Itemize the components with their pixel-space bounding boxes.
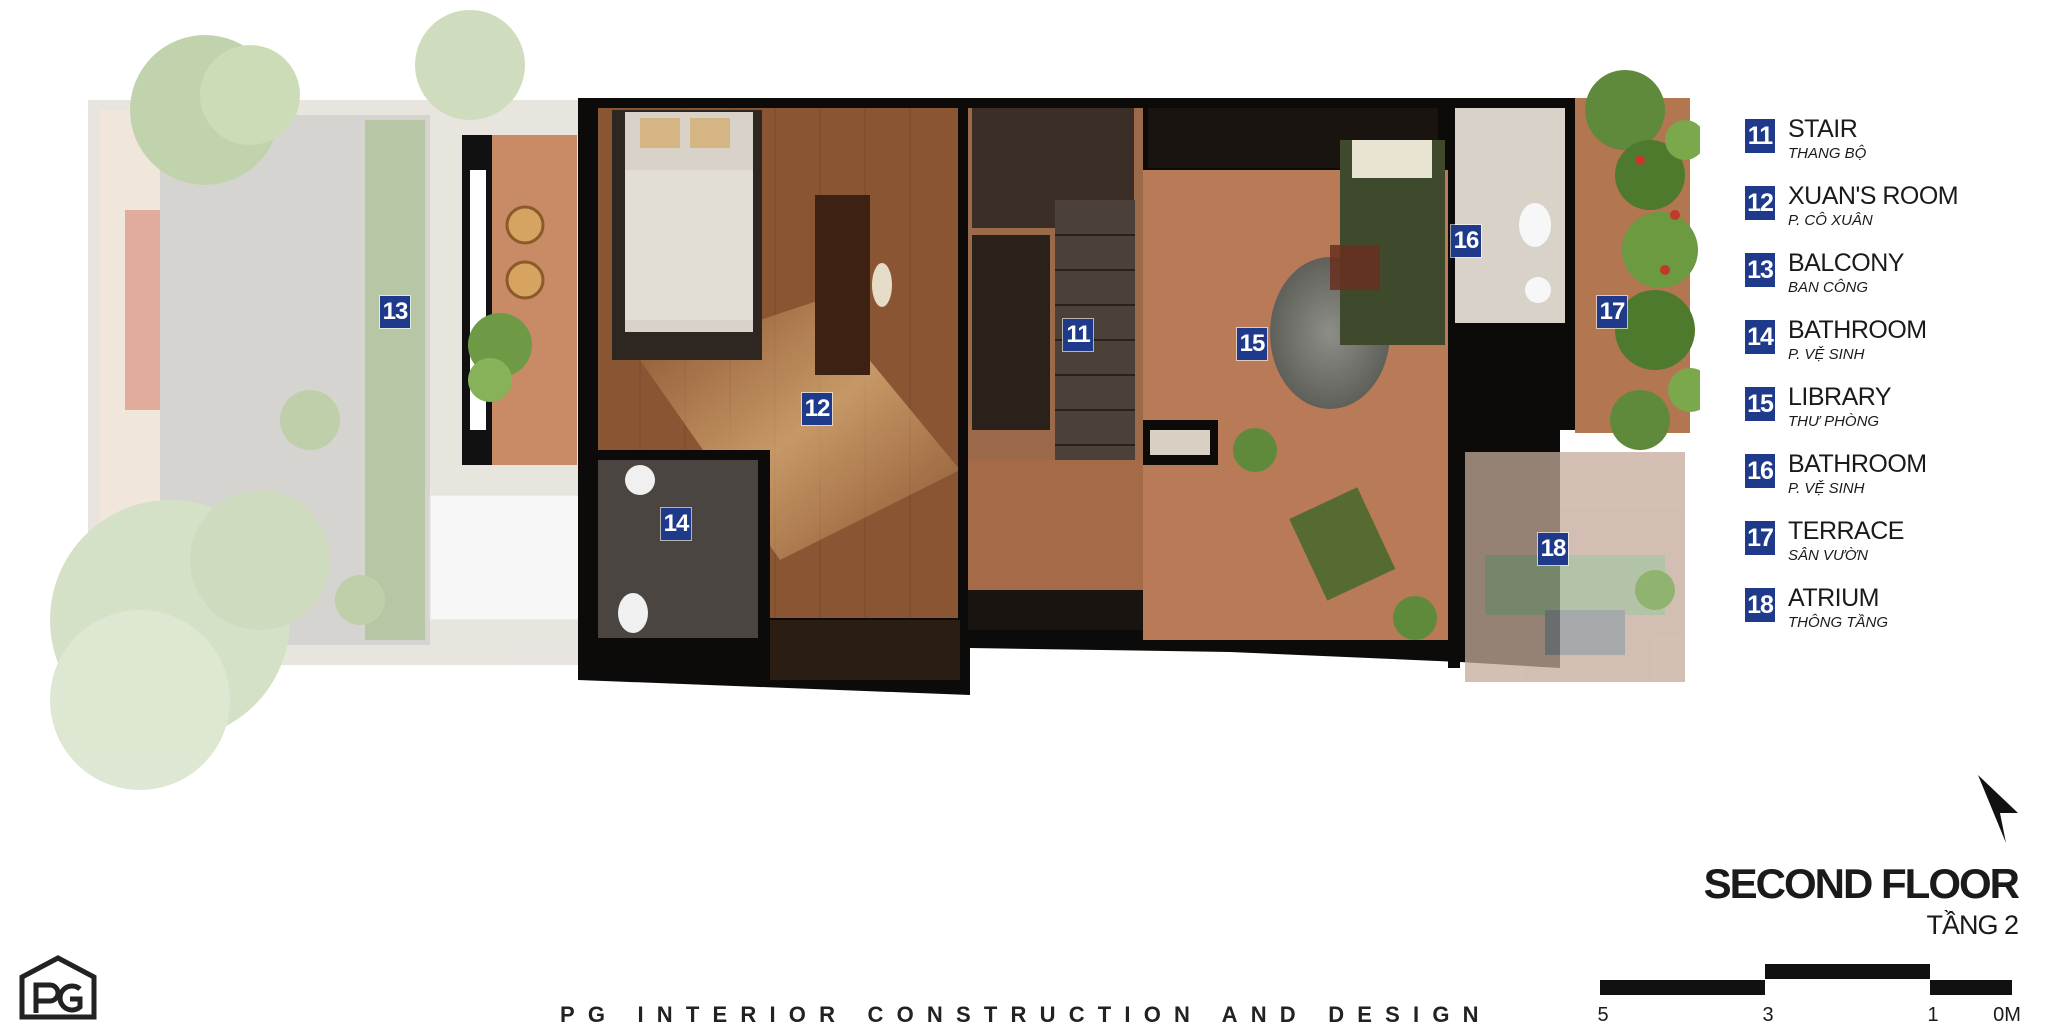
room-legend: 11 STAIR THANG BỘ 12 XUAN'S ROOM P. CÔ X… <box>1745 115 2005 651</box>
room-tag-15: 15 <box>1237 328 1267 360</box>
scale-label: 5 <box>1597 1004 1609 1026</box>
legend-item-bathroom: 14 BATHROOM P. VỆ SINH <box>1745 316 2005 383</box>
legend-number: 17 <box>1745 521 1775 555</box>
legend-number: 13 <box>1745 253 1775 287</box>
north-arrow-icon <box>1978 775 2018 843</box>
floor-subtitle: TẦNG 2 <box>1926 910 2019 940</box>
balcony <box>462 135 577 465</box>
legend-room-name: ATRIUM <box>1788 584 1879 612</box>
pg-logo-icon <box>19 955 97 1020</box>
room-tag-16: 16 <box>1451 225 1481 257</box>
legend-room-name: STAIR <box>1788 115 1858 143</box>
legend-room-name: BATHROOM <box>1788 450 1927 478</box>
legend-room-name: BATHROOM <box>1788 316 1927 344</box>
legend-number: 12 <box>1745 186 1775 220</box>
legend-room-name-vi: P. VỆ SINH <box>1788 480 1865 497</box>
legend-number: 16 <box>1745 454 1775 488</box>
legend-room-name: LIBRARY <box>1788 383 1892 411</box>
terrace-plants <box>1585 70 1700 450</box>
scale-label: 1 <box>1927 1004 1939 1026</box>
legend-room-name-vi: BAN CÔNG <box>1788 279 1869 296</box>
legend-room-name: TERRACE <box>1788 517 1904 545</box>
scale-bar: 5 3 1 0M <box>1597 960 2021 1026</box>
company-name: PG INTERIOR CONSTRUCTION AND DESIGN <box>560 1002 1492 1027</box>
legend-number: 15 <box>1745 387 1775 421</box>
scale-segment <box>1600 980 1765 995</box>
legend-item-atrium: 18 ATRIUM THÔNG TẦNG <box>1745 584 2005 651</box>
room-tag-11: 11 <box>1063 319 1093 351</box>
scale-segment <box>1930 980 2012 995</box>
scale-label: 3 <box>1762 1004 1774 1026</box>
legend-room-name-vi: THANG BỘ <box>1788 145 1867 162</box>
scale-segment <box>1765 964 1930 979</box>
legend-room-name-vi: P. VỆ SINH <box>1788 346 1865 363</box>
legend-item-terrace: 17 TERRACE SÂN VƯỜN <box>1745 517 2005 584</box>
scale-label: 0M <box>1993 1004 2021 1026</box>
floor-title: SECOND FLOOR <box>1703 860 2020 907</box>
legend-item-library: 15 LIBRARY THƯ PHÒNG <box>1745 383 2005 450</box>
legend-room-name-vi: SÂN VƯỜN <box>1788 547 1868 564</box>
room-tag-13: 13 <box>380 296 410 328</box>
legend-room-name: BALCONY <box>1788 249 1904 277</box>
legend-item-xuans-room: 12 XUAN'S ROOM P. CÔ XUÂN <box>1745 182 2005 249</box>
room-tag-14: 14 <box>661 508 691 540</box>
legend-item-balcony: 13 BALCONY BAN CÔNG <box>1745 249 2005 316</box>
legend-item-bathroom-2: 16 BATHROOM P. VỆ SINH <box>1745 450 2005 517</box>
room-tag-17: 17 <box>1597 296 1627 328</box>
legend-item-stair: 11 STAIR THANG BỘ <box>1745 115 2005 182</box>
legend-room-name-vi: THƯ PHÒNG <box>1788 413 1880 430</box>
legend-number: 11 <box>1745 119 1775 153</box>
atrium <box>1465 452 1685 682</box>
legend-number: 18 <box>1745 588 1775 622</box>
floor-plan-drawing <box>50 10 1700 790</box>
legend-number: 14 <box>1745 320 1775 354</box>
legend-room-name-vi: THÔNG TẦNG <box>1788 614 1888 631</box>
legend-room-name: XUAN'S ROOM <box>1788 182 1959 210</box>
legend-room-name-vi: P. CÔ XUÂN <box>1788 212 1873 229</box>
room-tag-12: 12 <box>802 393 832 425</box>
room-tag-18: 18 <box>1538 533 1568 565</box>
